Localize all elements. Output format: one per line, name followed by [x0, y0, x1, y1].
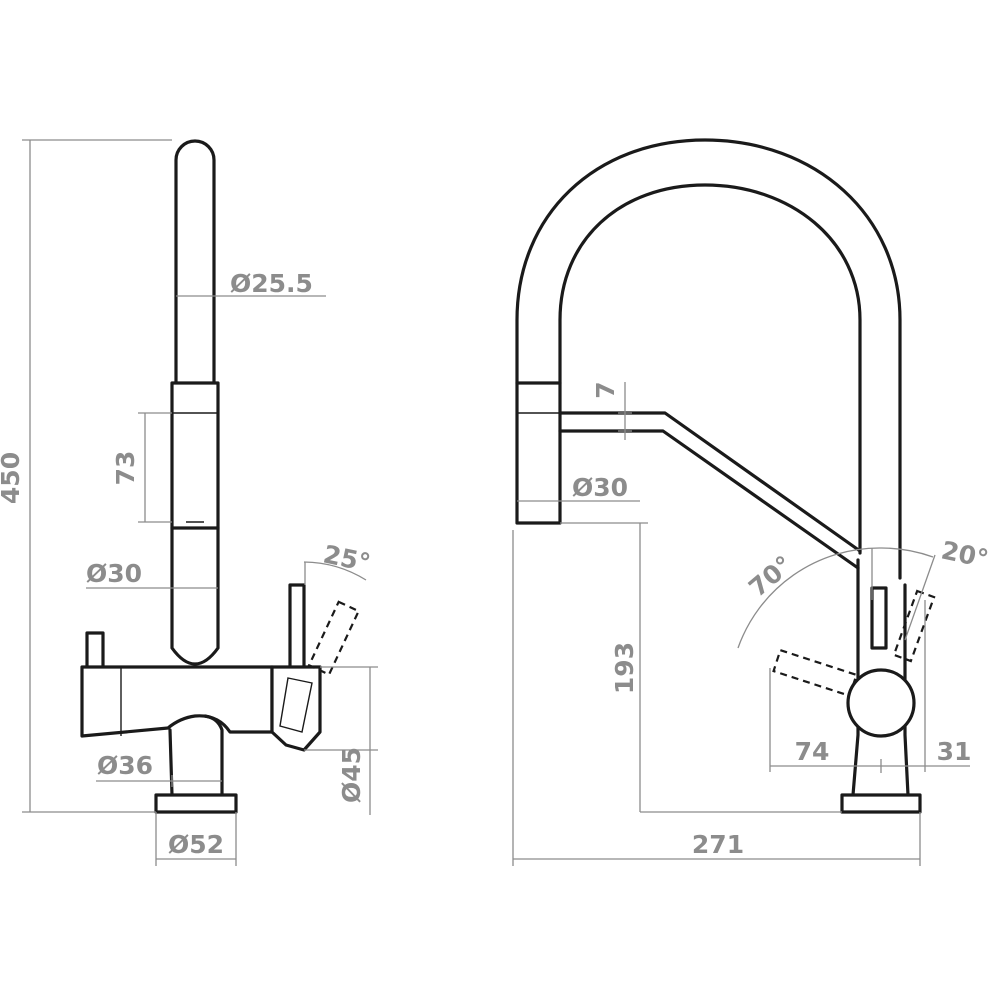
dim-offset-label: 7 — [591, 381, 620, 398]
faucet-stem — [168, 714, 224, 797]
dim-left-angle-arc — [737, 547, 882, 649]
dim-reach-label: 271 — [692, 830, 744, 859]
spout-tube — [174, 139, 216, 385]
dim-sleeve-label: 73 — [111, 451, 140, 486]
side-view: 450 Ø25.5 73 Ø30 25° Ø36 Ø45 Ø52 — [0, 139, 378, 866]
lever-rotated-20 — [892, 589, 936, 663]
front-body-ring — [846, 668, 916, 738]
pull-out-hose — [558, 411, 862, 570]
faucet-base — [154, 793, 238, 814]
spray-head — [515, 381, 562, 525]
gooseneck-outer — [515, 138, 902, 580]
dim-handle-angle-arc — [303, 561, 367, 581]
front-lever — [870, 586, 888, 650]
front-base — [840, 793, 922, 814]
dim-handle-diam-label: Ø45 — [337, 747, 366, 803]
front-stem — [851, 558, 910, 797]
faucet-body — [80, 665, 274, 738]
dim-body-label: Ø30 — [86, 559, 142, 588]
spout-sleeve — [170, 381, 220, 530]
dim-base-label: Ø52 — [168, 830, 224, 859]
dim-angle-ref-right — [904, 554, 936, 641]
dim-left-swing-label: 74 — [795, 737, 830, 766]
dim-handle-angle-label: 25° — [321, 540, 373, 578]
gooseneck-inner — [558, 183, 862, 555]
dim-spout-label: Ø25.5 — [230, 269, 313, 298]
front-view: 7 Ø30 70° 20° 193 74 31 271 — [512, 138, 991, 866]
handle-inner — [279, 677, 313, 733]
dim-right-swing-label: 31 — [937, 737, 972, 766]
dim-clearance-label: 193 — [610, 642, 639, 694]
lever-handle — [288, 583, 306, 670]
left-pin — [85, 631, 105, 670]
lever-rotated-70 — [772, 648, 858, 698]
dim-head-label: Ø30 — [572, 473, 628, 502]
dim-stem-label: Ø36 — [97, 751, 153, 780]
lever-rotated-outline — [307, 600, 361, 677]
faucet-neck — [170, 526, 220, 666]
dim-height-label: 450 — [0, 452, 25, 504]
dim-right-angle-arc — [880, 547, 934, 558]
dim-right-angle-label: 20° — [939, 536, 991, 574]
dim-left-angle-label: 70° — [743, 550, 798, 603]
